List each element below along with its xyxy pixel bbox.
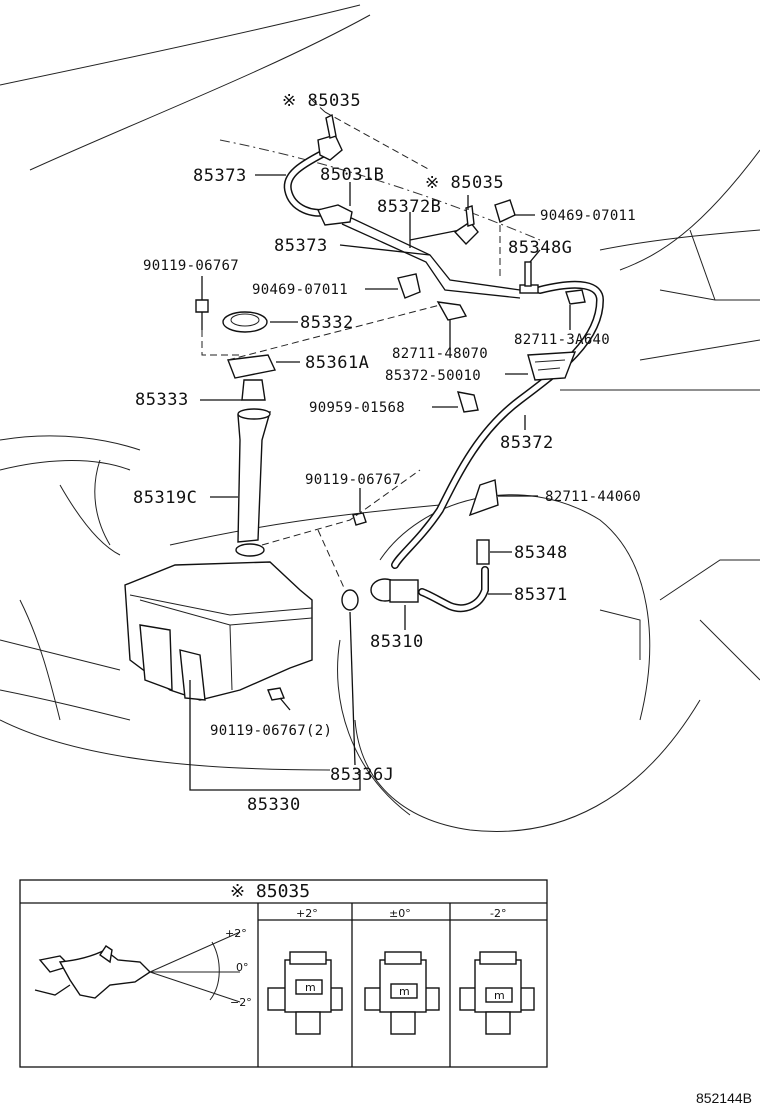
strainer-85361a xyxy=(227,354,277,379)
vehicle-body-outline xyxy=(0,4,760,832)
label-85348g: 85348G xyxy=(508,238,572,258)
part-labels: ※ 85035 85373 85031B ※ 85035 85372B 9046… xyxy=(133,91,641,815)
label-90959-01568: 90959-01568 xyxy=(309,400,405,416)
washer-hoses xyxy=(283,146,605,613)
nozzle-adjust-inset: ※ 85035 +2° ±0° -2° +2° 0° −2° m xyxy=(19,879,548,1068)
svg-text:m: m xyxy=(494,989,505,1002)
bolt-90119-b xyxy=(352,512,367,526)
inset-col-plus2: +2° xyxy=(296,907,318,920)
leader-lines xyxy=(189,99,571,791)
label-85373-a: 85373 xyxy=(193,166,247,186)
inset-angle-minus: −2° xyxy=(230,996,252,1009)
label-82711-48070: 82711-48070 xyxy=(392,346,488,362)
svg-text:m: m xyxy=(399,985,410,998)
label-90119-a: 90119-06767 xyxy=(143,258,239,274)
diagram-code: 852144B xyxy=(695,1090,752,1106)
label-85336j: 85336J xyxy=(330,765,394,785)
inset-nozzle-zero: m xyxy=(364,951,440,1035)
inset-title: ※ 85035 xyxy=(230,881,310,902)
washer-tank-85330 xyxy=(124,561,313,701)
clip-90959 xyxy=(456,391,479,413)
label-85348: 85348 xyxy=(514,543,568,563)
filler-neck-85319c xyxy=(235,408,271,557)
label-90119-b: 90119-06767 xyxy=(305,472,401,488)
label-90469-b: 90469-07011 xyxy=(252,282,348,298)
label-85372-50010: 85372-50010 xyxy=(385,368,481,384)
label-82711-3a640: 82711-3A640 xyxy=(514,332,610,348)
clip-82711-3a640 xyxy=(565,289,586,305)
inset-col-minus2: -2° xyxy=(490,907,506,920)
clip-90469-b xyxy=(397,273,421,299)
inset-angle-zero: 0° xyxy=(236,961,249,974)
cap-85333 xyxy=(241,379,266,401)
label-90119-06767-2: 90119-06767(2) xyxy=(210,723,332,739)
label-85361a: 85361A xyxy=(305,353,369,373)
label-85373-b: 85373 xyxy=(274,236,328,256)
bolt-90119-c xyxy=(267,687,285,701)
label-85035-top: ※ 85035 xyxy=(282,91,361,111)
label-85035-b: ※ 85035 xyxy=(425,173,504,193)
label-85310: 85310 xyxy=(370,632,424,652)
clip-82711-44060 xyxy=(468,479,499,517)
label-85319c: 85319C xyxy=(133,488,197,508)
clip-90469-a xyxy=(494,199,516,223)
svg-text:m: m xyxy=(305,981,316,994)
joint-85348 xyxy=(476,539,490,565)
nozzle-85035-right xyxy=(453,205,479,246)
inset-nozzle-side-view: +2° 0° −2° xyxy=(34,927,252,1009)
label-85372: 85372 xyxy=(500,433,554,453)
label-85371: 85371 xyxy=(514,585,568,605)
connector-85031b xyxy=(317,204,353,226)
label-85333: 85333 xyxy=(135,390,189,410)
cover-85372-50010 xyxy=(527,351,577,381)
label-82711-44060: 82711-44060 xyxy=(545,489,641,505)
label-85031b: 85031B xyxy=(320,165,384,185)
inset-nozzle-minus2: m xyxy=(459,951,535,1035)
washer-pump-85310 xyxy=(341,578,419,611)
label-85330: 85330 xyxy=(247,795,301,815)
inset-nozzle-plus2: m xyxy=(267,951,343,1035)
bolt-90119-a xyxy=(195,299,209,330)
inset-col-zero: ±0° xyxy=(389,907,411,920)
label-90469-a: 90469-07011 xyxy=(540,208,636,224)
cap-85332 xyxy=(222,311,268,333)
nozzle-85035-top xyxy=(317,113,343,161)
clip-82711-48070 xyxy=(436,301,468,321)
label-85332: 85332 xyxy=(300,313,354,333)
joint-85348g xyxy=(519,261,539,294)
inset-angle-plus: +2° xyxy=(225,927,247,940)
label-85372b: 85372B xyxy=(377,197,441,217)
